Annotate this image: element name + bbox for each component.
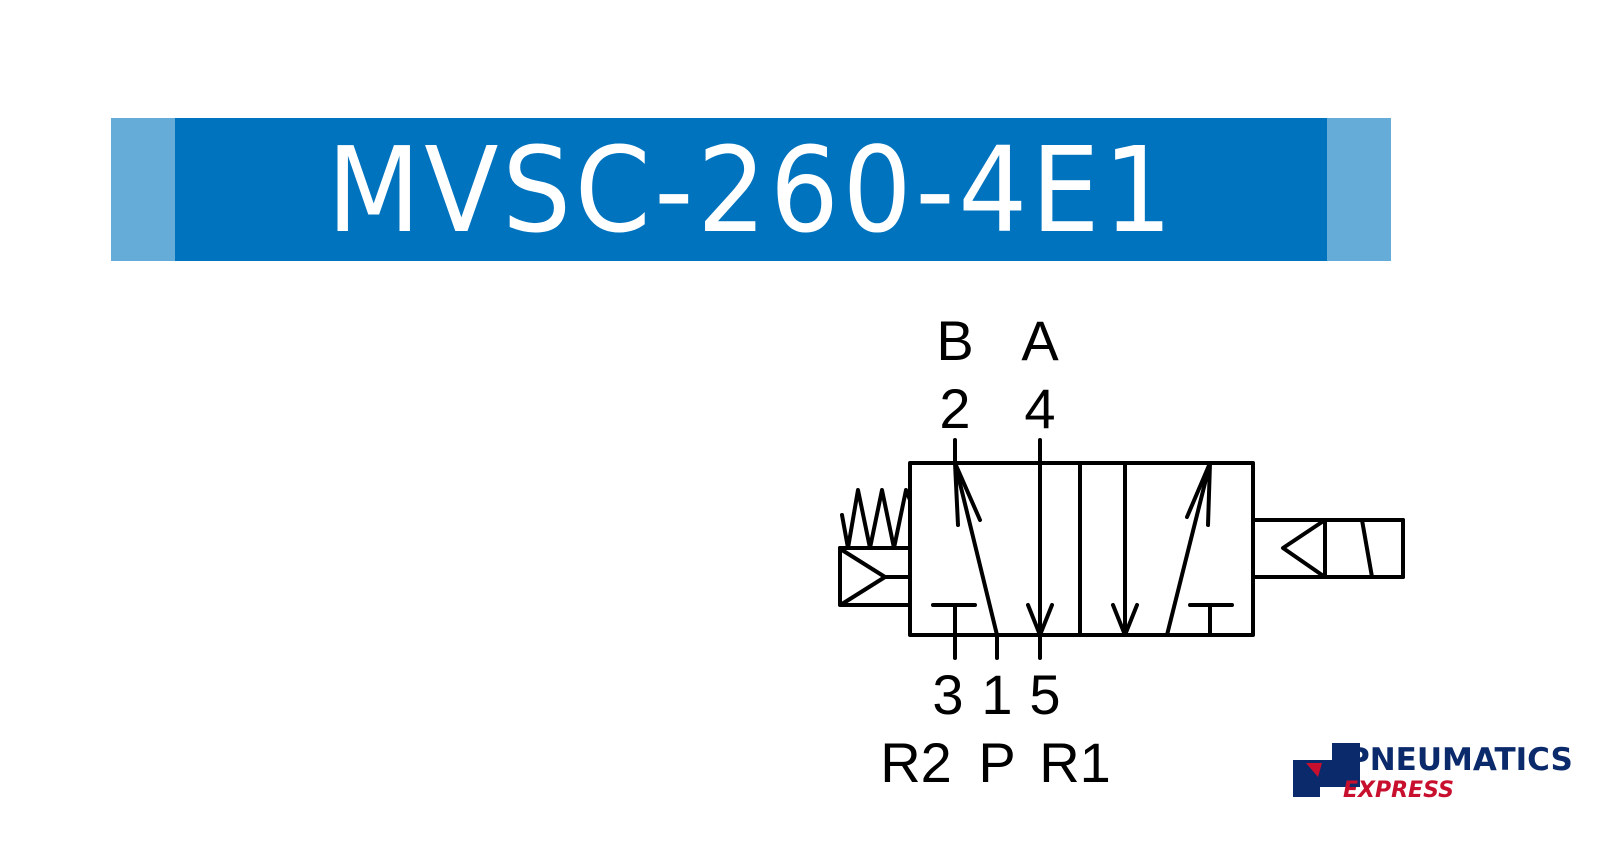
port-number-5: 5	[1029, 663, 1060, 726]
model-title: MVSC-260-4E1	[326, 120, 1176, 259]
port-number-3: 3	[932, 663, 963, 726]
port-label-r2: R2	[880, 731, 952, 794]
exhaust-block-left	[931, 603, 977, 637]
port-number-4: 4	[1024, 377, 1055, 440]
spring-icon	[840, 488, 912, 550]
port-label-a: A	[1021, 309, 1059, 372]
port-label-b: B	[936, 309, 973, 372]
solenoid-icon	[1251, 518, 1405, 579]
pilot-actuator-icon	[838, 546, 912, 607]
logo-mark-icon	[1293, 743, 1360, 797]
logo-sub: EXPRESS	[1343, 778, 1454, 803]
company-logo: PNEUMATICS EXPRESS	[1293, 742, 1573, 803]
port-label-p: P	[978, 731, 1015, 794]
port-label-r1: R1	[1039, 731, 1111, 794]
port-number-2: 2	[939, 377, 970, 440]
flow-arrow-a-to-r1	[1026, 461, 1054, 637]
port-number-1: 1	[981, 663, 1012, 726]
flow-arrow-up	[1165, 461, 1212, 637]
logo-name: PNEUMATICS	[1347, 742, 1573, 778]
exhaust-block-right	[1188, 603, 1234, 637]
title-banner: MVSC-260-4E1	[175, 118, 1327, 261]
flow-arrow-p-to-b	[953, 461, 999, 637]
flow-arrow-down	[1111, 461, 1139, 637]
